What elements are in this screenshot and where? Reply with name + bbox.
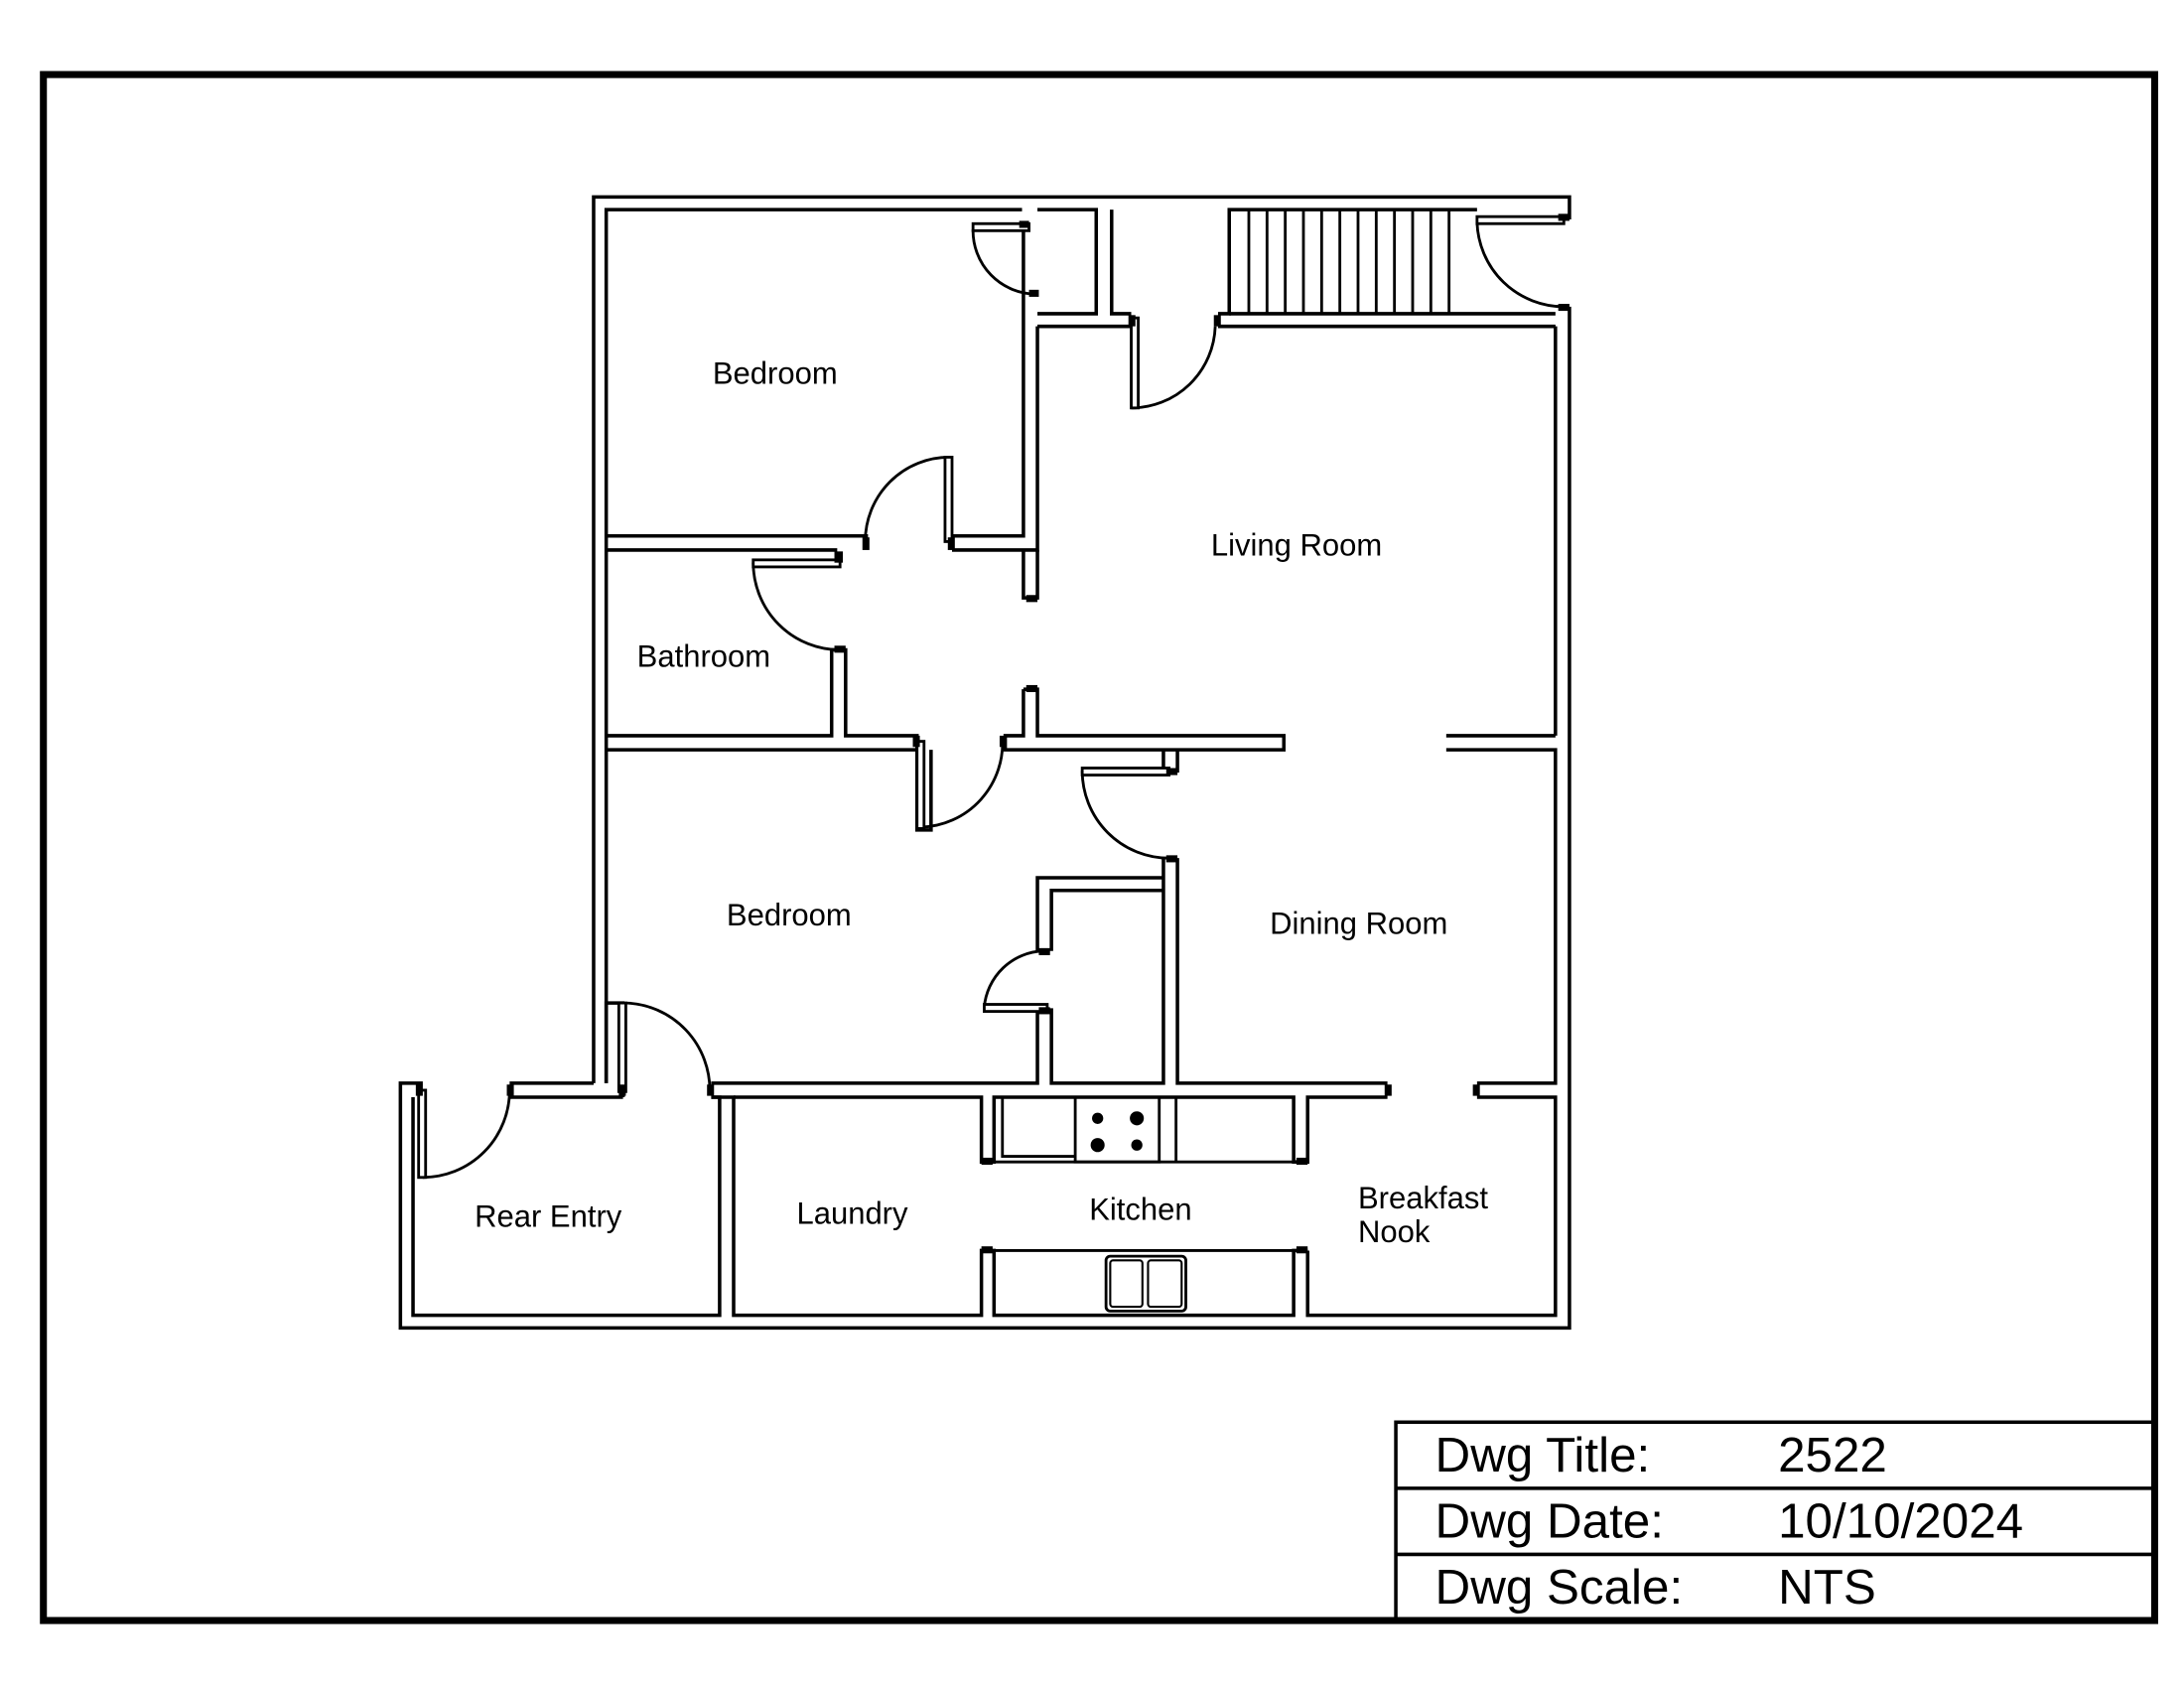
title-block-date-value: 10/10/2024	[1778, 1493, 2023, 1548]
room-label-living-room: Living Room	[1211, 528, 1382, 563]
title-block-scale-label: Dwg Scale:	[1435, 1560, 1684, 1615]
door-bedroom-closet	[971, 221, 1036, 296]
room-label-bedroom-middle: Bedroom	[727, 898, 852, 932]
room-label-nook: Nook	[1358, 1214, 1431, 1249]
title-block-title-label: Dwg Title:	[1435, 1428, 1651, 1482]
title-block-scale-value: NTS	[1778, 1560, 1876, 1615]
title-block	[1394, 1420, 2157, 1622]
stove-icon	[1073, 1095, 1161, 1164]
room-label-bedroom-top: Bedroom	[713, 356, 838, 391]
door-bedroom-middle-closet	[983, 949, 1049, 1014]
door-dining	[1080, 767, 1171, 860]
door-bedroom-middle	[915, 737, 1005, 830]
stair-hall-walls	[1037, 208, 1556, 329]
title-block-date-label: Dwg Date:	[1435, 1493, 1664, 1548]
room-label-rear-entry: Rear Entry	[475, 1198, 622, 1233]
drawing-border	[40, 70, 2158, 1624]
title-block-title-value: 2522	[1778, 1428, 1887, 1482]
room-label-bathroom: Bathroom	[637, 638, 770, 673]
door-front	[1475, 214, 1566, 309]
door-jambs	[415, 213, 1570, 1254]
room-label-kitchen: Kitchen	[1089, 1192, 1191, 1226]
door-rear-entry	[616, 1001, 712, 1093]
door-stair-hall	[1130, 316, 1217, 410]
sink-icon	[1104, 1254, 1187, 1313]
room-label-breakfast: Breakfast	[1358, 1181, 1488, 1215]
hall-walls	[1003, 549, 1287, 752]
bedroom-top-walls	[606, 208, 1099, 552]
door-bedroom-top	[864, 456, 954, 543]
door-exterior-rear	[417, 1088, 511, 1180]
bedroom-middle-walls	[509, 750, 1388, 1099]
room-label-laundry: Laundry	[796, 1196, 908, 1230]
door-bathroom	[751, 558, 842, 651]
room-label-dining-room: Dining Room	[1270, 907, 1447, 941]
staircase	[1247, 210, 1451, 314]
